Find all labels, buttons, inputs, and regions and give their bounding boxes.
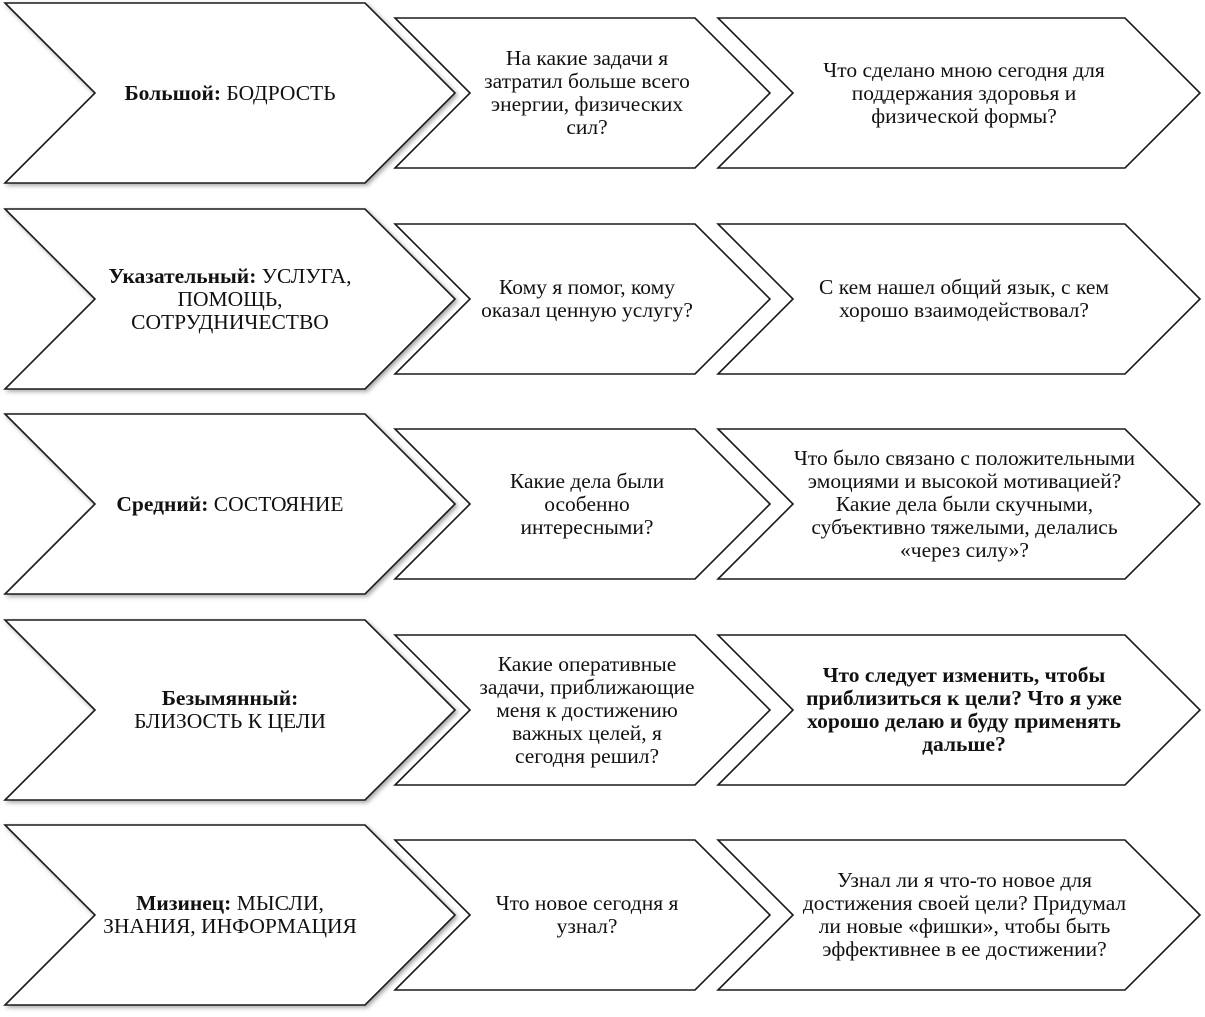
question1-text-1: На какие задачи я затратил больше всего … (484, 46, 690, 139)
question2-text-5: Узнал ли я что-то новое для достижения с… (802, 868, 1127, 961)
question2-chevron-3 (716, 428, 1202, 580)
finger-topic: БЛИЗОСТЬ К ЦЕЛИ (134, 709, 326, 733)
question1-chevron-2 (393, 223, 772, 375)
question1-text-5: Что новое сегодня я узнал? (495, 891, 679, 938)
question1-chevron-5 (393, 839, 772, 991)
question2-chevron-4 (716, 634, 1202, 786)
finger-topic: БОДРОСТЬ (226, 80, 336, 105)
question2-text-4: Что следует изменить, чтобы приблизиться… (806, 663, 1122, 756)
finger-chevron-2 (3, 208, 457, 390)
question2-text-2: С кем нашел общий язык, с кем хорошо вза… (818, 275, 1110, 322)
finger-label-4: Безымянный:БЛИЗОСТЬ К ЦЕЛИ (90, 620, 370, 800)
finger-name: Безымянный: (161, 686, 299, 710)
question2-text-3: Что было связано с положительными эмоция… (793, 445, 1136, 562)
question1-text-2: Кому я помог, кому оказал ценную услугу? (481, 275, 693, 322)
question2-chevron-1 (716, 17, 1202, 169)
question1-chevron-1 (393, 17, 772, 169)
finger-chevron-3 (3, 413, 457, 595)
finger-label-3: Средний: СОСТОЯНИЕ (90, 414, 370, 594)
finger-name: Большой: (124, 80, 222, 105)
question1-chevron-3 (393, 428, 772, 580)
finger-label-1: Большой: БОДРОСТЬ (90, 3, 370, 183)
finger-topic: СОСТОЯНИЕ (213, 491, 344, 516)
finger-name: Указательный: (108, 263, 257, 288)
question1-text-4: Какие оперативные задачи, приближающие м… (479, 651, 695, 768)
question2-chevron-2 (716, 223, 1202, 375)
question1-text-3: Какие дела были особенно интересными? (509, 468, 665, 539)
finger-chevron-4 (3, 619, 457, 801)
finger-name: Мизинец: (136, 891, 232, 915)
question1-chevron-4 (393, 634, 772, 786)
finger-label-2: Указательный: УСЛУГА, ПОМОЩЬ, СОТРУДНИЧЕ… (95, 209, 365, 389)
question2-text-1: Что сделано мною сегодня для поддержания… (823, 57, 1105, 128)
finger-label-5: Мизинец: МЫСЛИ, ЗНАНИЯ, ИНФОРМАЦИЯ (95, 825, 365, 1005)
finger-topic: УСЛУГА, ПОМОЩЬ, СОТРУДНИЧЕСТВО (131, 263, 352, 334)
finger-chevron-1 (3, 2, 457, 184)
finger-chevron-5 (3, 824, 457, 1006)
finger-topic: МЫСЛИ, ЗНАНИЯ, ИНФОРМАЦИЯ (103, 891, 357, 938)
finger-name: Средний: (116, 491, 209, 516)
question2-chevron-5 (716, 839, 1202, 991)
